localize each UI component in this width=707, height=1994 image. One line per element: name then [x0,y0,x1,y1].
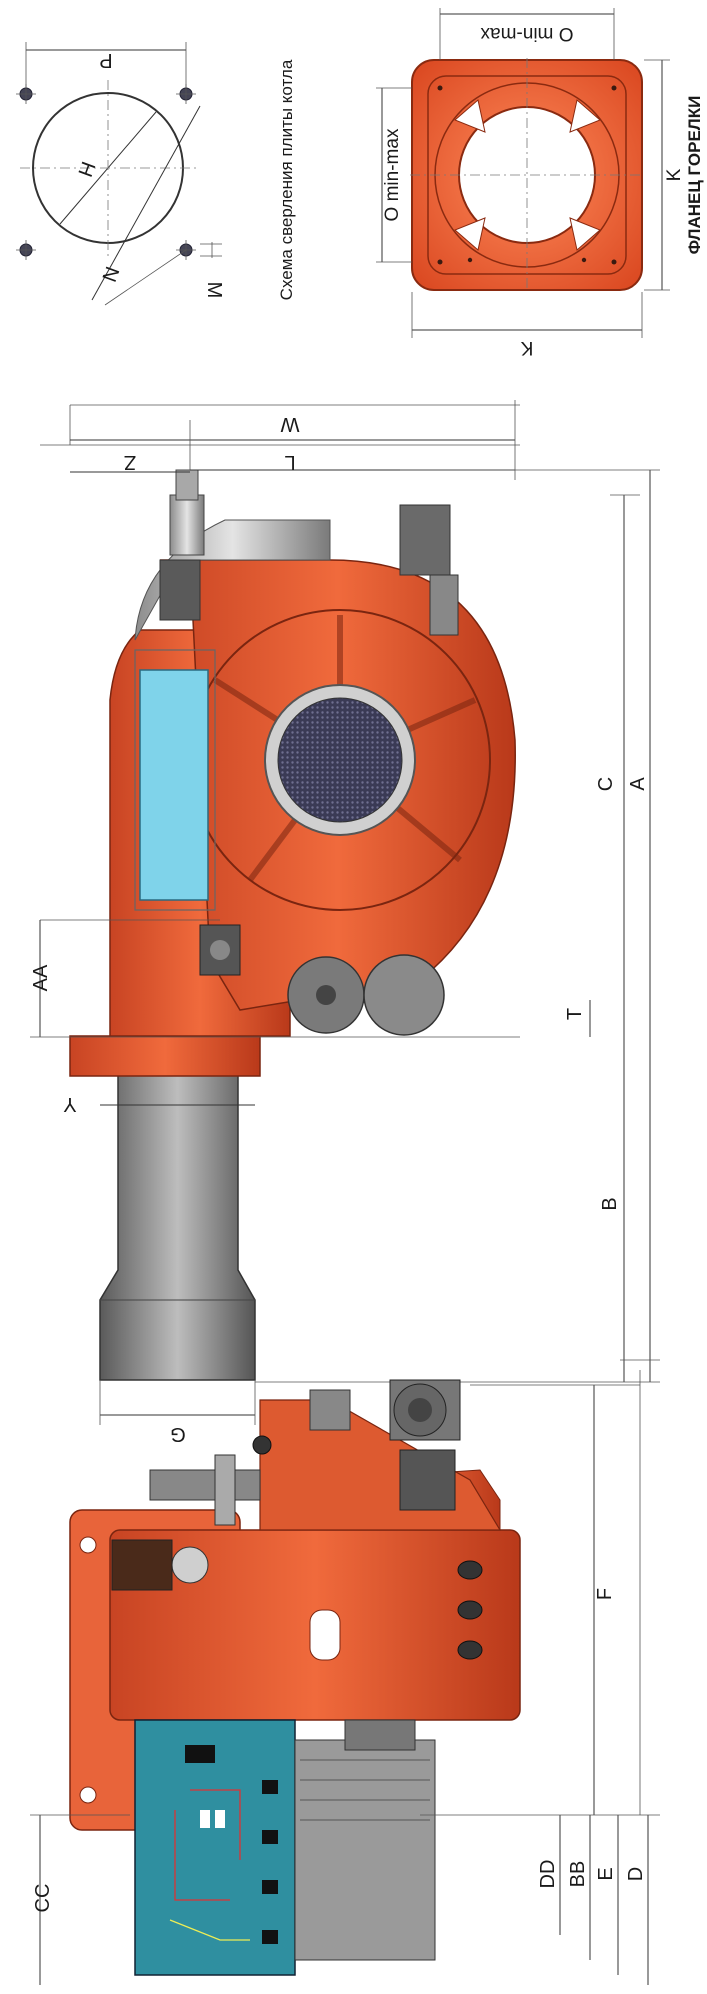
fan-motor-top [294,1739,436,1961]
fan-motor [399,504,451,576]
display-window [185,1745,215,1763]
b-label: B [599,1197,621,1210]
f-label: F [594,1588,616,1600]
bolt-hole [16,240,36,260]
o-min-max-top-label: O min-max [480,23,573,44]
y-label: Y [63,1093,76,1115]
bb-label: BB [567,1861,589,1888]
inspection-window [139,669,209,901]
a-label: A [627,777,649,791]
h-label: H [73,158,99,179]
c-label: C [595,777,617,791]
burner-top-view: F CC DD BB E D [30,1359,660,1985]
aa-label: AA [30,964,52,991]
k-bottom-label: K [520,337,533,358]
flange-caption: ФЛАНЕЦ ГОРЕЛКИ [685,96,704,255]
l-label: L [284,451,295,473]
sight-glass [309,1609,341,1661]
n-dimension-line [91,105,201,301]
fan-body [259,1399,502,1531]
mounting-flange [69,1035,261,1077]
pump-cover [363,954,445,1036]
n-label: N [97,263,123,284]
g-label: G [170,1423,186,1445]
e-label: E [595,1867,617,1880]
p-label: P [99,49,112,71]
m-label: M [203,282,225,299]
blast-tube [99,1074,256,1381]
dd-label: DD [537,1860,559,1889]
z-label: Z [124,451,136,473]
k-right-label: K [664,168,685,181]
air-intake-grill [277,697,403,823]
t-label: T [564,1008,586,1020]
drilling-scheme: P N H M Схема сверления плиты котла [16,42,296,306]
servo-motor [159,559,201,621]
w-label: W [280,413,299,435]
drilling-caption: Схема сверления плиты котла [277,59,296,300]
burner-flange: O min-max O min-max K K ФЛАНЕЦ ГОРЕЛКИ [376,8,704,358]
valve-actuator [169,494,205,556]
d-label: D [625,1867,647,1881]
burner-side-view: W Z L AA Y T C A B G [30,400,660,1445]
cc-label: CC [32,1884,54,1913]
o-min-max-left-label: O min-max [382,128,403,221]
